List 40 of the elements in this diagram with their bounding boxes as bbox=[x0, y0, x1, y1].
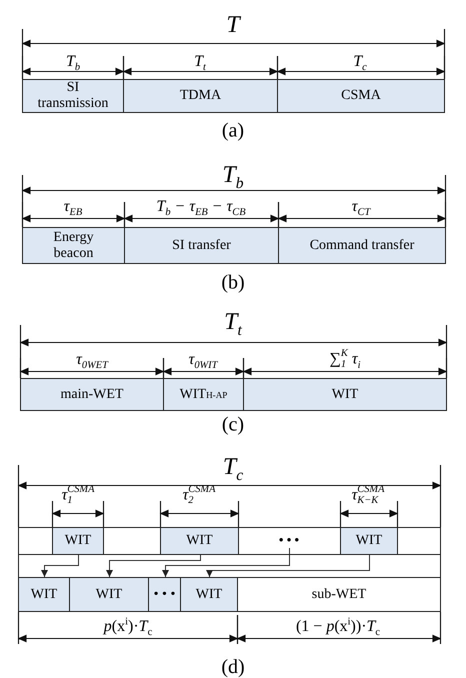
dimension-label: T$_{t}$ bbox=[224, 309, 242, 337]
time-slot: WIT bbox=[69, 577, 149, 612]
dimension-label: T$_{c}$ bbox=[353, 52, 367, 72]
time-slot: SI transfer bbox=[124, 227, 279, 264]
timeline-bar bbox=[18, 527, 441, 555]
time-slot: WIT bbox=[160, 527, 239, 555]
time-slot: Energy beacon bbox=[22, 227, 125, 264]
dimension-label: T bbox=[226, 12, 240, 40]
dimension-label: p(x$^{i}$)·T$_{c}$ bbox=[104, 618, 152, 636]
dimension-label: T$_{t}$ bbox=[194, 52, 206, 72]
time-slot: WIT bbox=[180, 577, 238, 612]
time-slot: Command transfer bbox=[278, 227, 446, 264]
time-slot: WIT bbox=[18, 577, 70, 612]
dimension-label: T$_{b}$ bbox=[222, 162, 244, 190]
time-slot: WIT bbox=[340, 527, 398, 555]
ellipsis: • • • bbox=[276, 532, 302, 548]
arrow bbox=[41, 554, 79, 578]
time-slot: sub-WET bbox=[237, 577, 441, 612]
time-slot: WIT bbox=[243, 378, 447, 411]
panel-label: (c) bbox=[222, 414, 244, 436]
arrow bbox=[106, 554, 201, 578]
time-slot: WIT bbox=[52, 527, 104, 555]
time-slot: • • • bbox=[148, 577, 181, 612]
panel-label: (b) bbox=[221, 272, 245, 294]
time-slot: main-WET bbox=[20, 378, 164, 411]
arrow bbox=[206, 554, 370, 578]
time-slot: SI transmission bbox=[22, 79, 124, 113]
dimension-label: τ$_{EB}$ bbox=[64, 198, 82, 216]
arrow bbox=[162, 548, 290, 578]
dimension-label: ∑$_{1}$$^{K}$ τ$_{i}$ bbox=[330, 349, 360, 371]
panel-label: (a) bbox=[222, 120, 244, 142]
time-slot: CSMA bbox=[277, 79, 445, 113]
time-slot: TDMA bbox=[123, 79, 278, 113]
dimension-label: τ$_{0WET}$ bbox=[76, 350, 108, 370]
panel-label: (d) bbox=[221, 657, 245, 677]
dimension-label: T$_{b}$ bbox=[66, 52, 80, 72]
dimension-label: τ$_{CT}$ bbox=[352, 198, 370, 216]
dimension-label: T$_{b}$ − τ$_{EB}$ − τ$_{CB}$ bbox=[156, 198, 246, 216]
dimension-label: τ$_{0WIT}$ bbox=[188, 350, 218, 370]
dimension-label: T$_{c}$ bbox=[222, 454, 244, 482]
